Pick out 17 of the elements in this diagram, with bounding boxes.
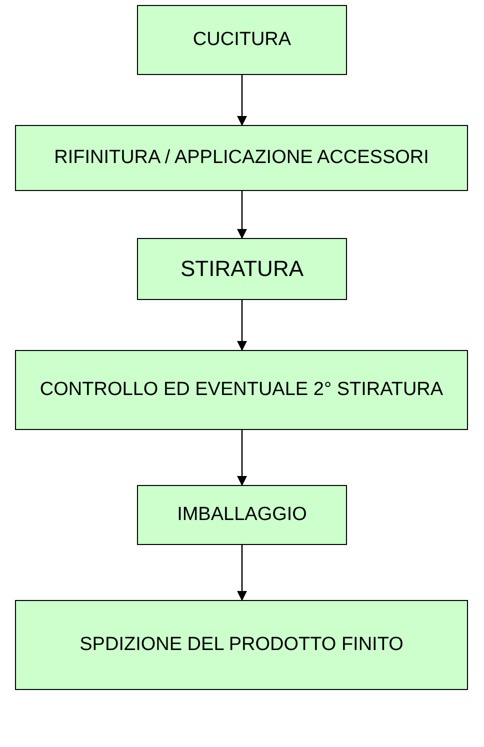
process-box	[137, 485, 347, 545]
process-box	[137, 5, 347, 75]
box-label: SPDIZIONE DEL PRODOTTO FINITO	[80, 633, 404, 657]
arrow	[237, 545, 247, 601]
box-label: RIFINITURA / APPLICAZIONE ACCESSORI	[54, 146, 429, 170]
arrow	[237, 75, 247, 126]
arrow	[237, 300, 247, 351]
box-label: CONTROLLO ED EVENTUALE 2° STIRATURA	[40, 378, 444, 402]
arrow	[237, 430, 247, 486]
box-label: IMBALLAGGIO	[177, 503, 307, 527]
arrow	[237, 191, 247, 239]
box-label: STIRATURA	[180, 255, 304, 283]
process-box	[15, 125, 468, 191]
box-label: CUCITURA	[192, 28, 292, 52]
process-box	[15, 350, 468, 430]
process-box	[15, 600, 468, 690]
process-box	[137, 238, 347, 300]
